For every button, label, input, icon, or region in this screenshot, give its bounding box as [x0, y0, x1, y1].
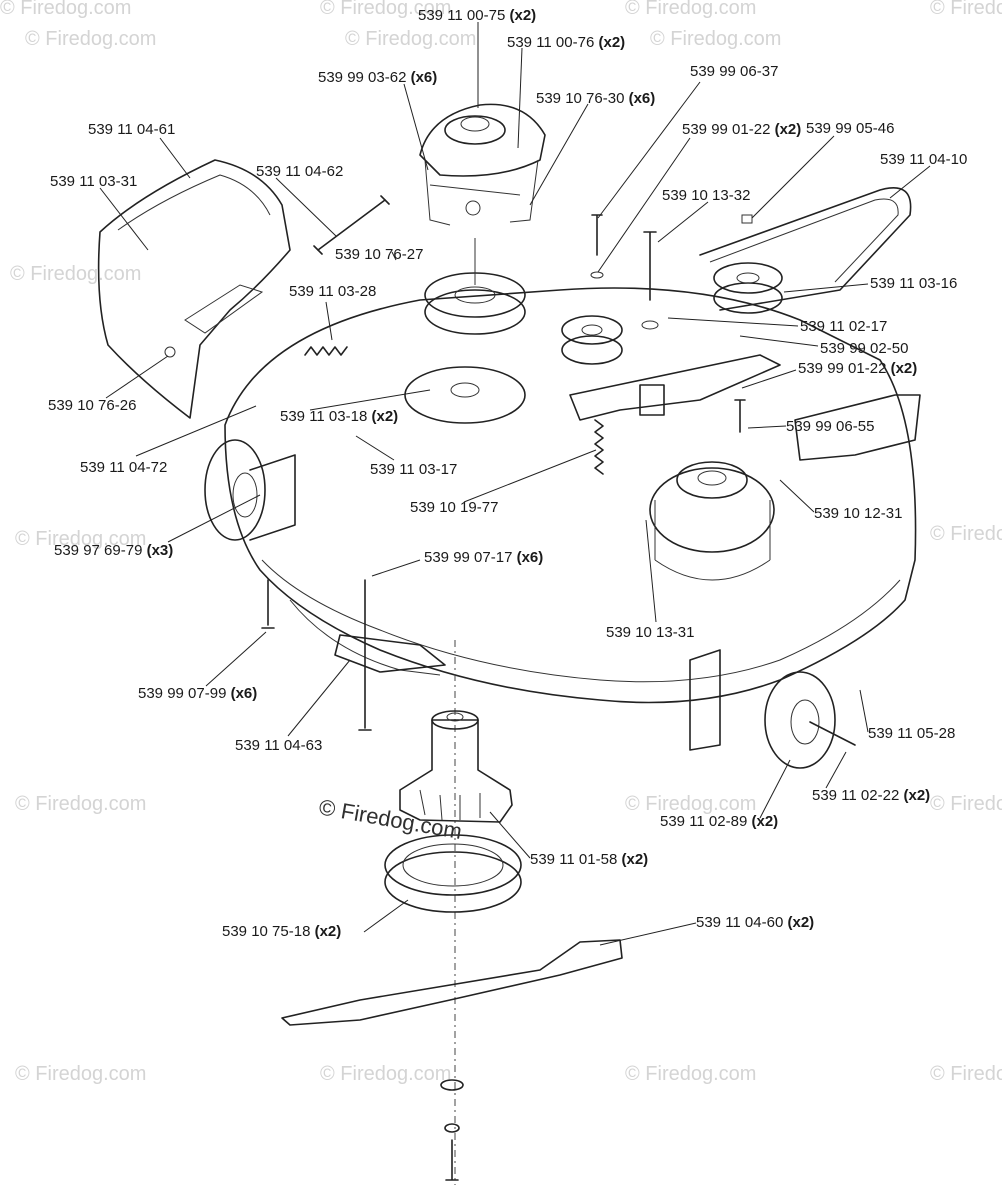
callout-label: 539 11 03-17 — [370, 461, 457, 478]
watermark: © Firedog.com — [930, 1063, 1002, 1085]
callout-label: 539 11 04-62 — [256, 163, 343, 180]
callout-label: 539 10 19-77 — [410, 499, 498, 516]
idler-arm — [569, 354, 781, 421]
long-bolt — [313, 195, 390, 255]
callout-label: 539 11 04-61 — [88, 121, 175, 138]
callout-label: 539 11 04-60 (x2) — [696, 914, 814, 931]
screw — [261, 579, 275, 629]
watermark: © Firedog.com — [930, 523, 1002, 545]
blade-washer — [440, 1079, 464, 1091]
blade-bolt — [445, 1139, 459, 1181]
callout-label: 539 11 03-16 — [870, 275, 957, 292]
callout-label: 539 11 01-58 (x2) — [530, 851, 648, 868]
leader-lines — [99, 22, 931, 946]
callout-label: 539 99 03-62 (x6) — [318, 69, 437, 86]
watermark-grid: © Firedog.com © Firedog.com © Firedog.co… — [0, 0, 1002, 1085]
callout-label: 539 11 02-17 — [800, 318, 887, 335]
callout-label: 539 11 03-31 — [50, 173, 137, 190]
drive-pulley — [424, 238, 526, 335]
callout-labels: 539 11 00-75 (x2) 539 11 00-76 (x2) 539 … — [48, 7, 967, 940]
belt-cover — [97, 159, 291, 419]
callout-label: 539 99 01-22 (x2) — [682, 121, 801, 138]
callout-label: 539 11 00-76 (x2) — [507, 34, 625, 51]
cutting-blade — [281, 939, 623, 1026]
callout-label: 539 11 02-89 (x2) — [660, 813, 778, 830]
watermark: © Firedog.com — [625, 1063, 756, 1085]
watermark: © Firedog.com — [15, 1063, 146, 1085]
washer — [641, 320, 659, 330]
mower-deck — [224, 287, 917, 704]
watermark: © Firedog.com — [15, 793, 146, 815]
callout-label: 539 11 04-72 — [80, 459, 167, 476]
screw — [358, 579, 372, 731]
callout-label: 539 99 07-17 (x6) — [424, 549, 543, 566]
watermark: © Firedog.com — [320, 1063, 451, 1085]
callout-label: 539 11 03-18 (x2) — [280, 408, 398, 425]
watermark: © Firedog.com — [625, 793, 756, 815]
bolt — [734, 399, 746, 433]
callout-label: 539 11 04-63 — [235, 737, 322, 754]
callout-label: 539 10 76-30 (x6) — [536, 90, 655, 107]
pulley-guard — [419, 103, 546, 226]
idler-pulley-center — [561, 315, 623, 365]
watermark: © Firedog.com — [15, 528, 146, 550]
callout-label: 539 11 04-10 — [880, 151, 967, 168]
lower-pulley — [404, 366, 526, 424]
watermark: © Firedog.com — [25, 28, 156, 50]
washer — [590, 271, 604, 279]
callout-label: 539 99 02-50 — [820, 340, 908, 357]
idler-pulley-right — [713, 262, 783, 314]
callout-label: 539 11 03-28 — [289, 283, 376, 300]
wheel-right — [689, 649, 856, 769]
callout-label: 539 10 13-31 — [606, 624, 694, 641]
spindle-housing-right — [649, 461, 775, 581]
baffle-plate — [334, 634, 446, 673]
callout-label: 539 10 12-31 — [814, 505, 902, 522]
callout-label: 539 10 13-32 — [662, 187, 750, 204]
watermark: © Firedog.com — [650, 28, 781, 50]
callout-label: 539 10 76-27 — [335, 246, 423, 263]
nut — [741, 214, 753, 224]
callout-label: 539 99 07-99 (x6) — [138, 685, 257, 702]
callout-label: 539 99 06-37 — [690, 63, 778, 80]
idler-spring — [594, 419, 604, 475]
callout-label: 539 10 75-18 (x2) — [222, 923, 341, 940]
drive-belt — [699, 187, 912, 311]
callout-label: 539 11 05-28 — [868, 725, 955, 742]
callout-label: 539 97 69-79 (x3) — [54, 542, 173, 559]
watermark: © Firedog.com — [930, 793, 1002, 815]
callout-label: 539 10 76-26 — [48, 397, 136, 414]
wheel-left — [204, 439, 296, 541]
tension-spring — [304, 346, 348, 356]
callout-label: 539 99 05-46 — [806, 120, 894, 137]
watermark: © Firedog.com — [930, 0, 1002, 19]
bolt — [591, 214, 603, 256]
deflector-bracket — [794, 394, 921, 461]
watermark: © Firedog.com — [10, 263, 141, 285]
parts-drawing — [97, 103, 921, 1185]
spacer — [639, 384, 665, 416]
callout-label: 539 11 02-22 (x2) — [812, 787, 930, 804]
watermark: © Firedog.com — [0, 0, 131, 19]
blade-spindle — [399, 710, 513, 823]
callout-label: 539 11 00-75 (x2) — [418, 7, 536, 24]
watermark: © Firedog.com — [345, 28, 476, 50]
watermark: © Firedog.com — [625, 0, 756, 19]
watermark-main: © Firedog.com — [317, 794, 464, 844]
watermark: © Firedog.com — [320, 0, 451, 19]
callout-label: 539 99 01-22 (x2) — [798, 360, 917, 377]
blade-spacer-ring — [384, 834, 522, 913]
callout-label: 539 99 06-55 — [786, 418, 874, 435]
blade-washer — [444, 1123, 460, 1133]
